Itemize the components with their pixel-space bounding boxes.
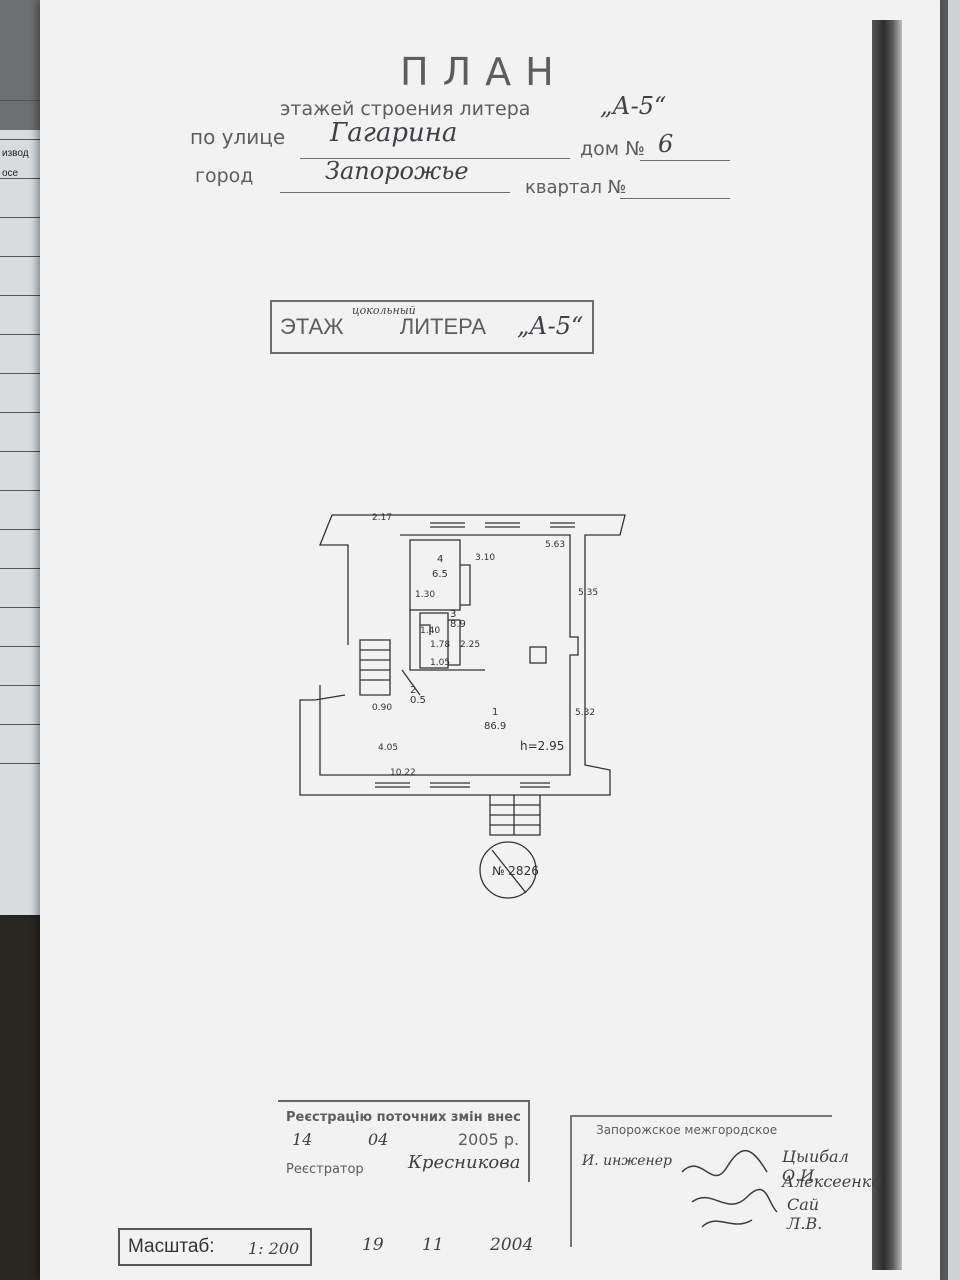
document-page: ПЛАН этажей строения литера „А-5“ по ули… [40,0,940,1280]
street-label: по улице [190,125,286,149]
dimension-label: 5.35 [578,588,598,598]
registration-year-group: 2005 р. [458,1130,519,1149]
city-underline [280,192,510,193]
house-label: дом № [580,138,645,160]
dimension-label: 2.17 [372,513,392,523]
bottom-date-month: 11 [422,1235,444,1255]
organization-name: Запорожское межгородское [596,1123,778,1137]
room-area: 6.5 [432,569,448,580]
floor-plan-drawing: 2.17 5.63 3.10 5.35 1.30 1.40 2.25 1.78 … [299,513,626,899]
organization-stamp: Запорожское межгородское И. инженер Цыиб… [570,1115,881,1247]
floor-label-part1: ЭТАЖ [280,314,344,339]
house-underline [640,160,730,161]
street-underline [300,158,570,159]
registrar-label: Реєстратор [286,1162,364,1177]
floors-line-label: этажей строения литера [280,98,531,120]
dimension-label: 2.25 [460,640,480,650]
dimension-label: 1.30 [415,590,435,600]
left-sheet-fragment: осе [2,168,19,179]
dimension-label: 5.63 [545,540,565,550]
dimension-label: 10.22 [390,768,416,778]
room-number: 4 [437,554,443,565]
signature-name: Цыибал О.И. [782,1147,849,1185]
registration-year-suffix: р. [503,1130,520,1149]
scale-value: 1: 200 [248,1239,300,1258]
page-edge-copy-shadow [872,20,902,1270]
registration-day: 14 [292,1130,313,1149]
left-sheet-lines [0,100,48,802]
room-number: 2 [410,685,416,696]
city-label: город [195,165,254,187]
registration-year: 2005 [458,1130,499,1149]
floor-label-part2: ЛИТЕРА [399,314,487,339]
scale-box: Масштаб: 1: 200 [118,1228,312,1266]
left-sheet-fragment: извод [2,148,29,159]
bottom-date-year: 2004 [490,1235,534,1255]
registration-stamp: Реєстрацію поточних змін внес 14 04 2005… [278,1100,530,1182]
signature-name: Алексеенко [782,1172,881,1191]
registration-month: 04 [368,1130,389,1149]
signature-name: Сай Л.В. [787,1195,823,1233]
city-value: Запорожье [325,157,469,185]
dimension-label: 3.10 [475,553,495,563]
scale-label: Масштаб: [128,1236,215,1257]
dimension-label: 5.32 [575,708,595,718]
plan-title: ПЛАН [400,50,568,94]
stamp-mark: № 2826 [492,864,539,878]
registration-title: Реєстрацію поточних змін внес [286,1110,521,1125]
room-area: 0.5 [410,695,426,706]
ceiling-height: h=2.95 [520,739,564,753]
floor-handwritten-insert: цокольный [352,304,416,317]
quarter-underline [620,198,730,199]
dimension-label: 1.05 [430,658,450,668]
floor-litera-value: „А-5“ [517,312,584,340]
room-number: 1 [492,707,498,718]
dimension-label: 1.40 [420,626,440,636]
street-value: Гагарина [330,118,458,148]
litera-value: „А-5“ [600,92,667,120]
floor-label: ЭТАЖ ЛИТЕРА [280,314,486,340]
registrar-signature: Кресникова [408,1152,521,1173]
floor-stamp: ЭТАЖ ЛИТЕРА цокольный „А-5“ [270,300,594,354]
room-area: 86.9 [484,721,506,732]
bottom-date-day: 19 [362,1235,384,1255]
house-value: 6 [658,130,674,158]
room-number: 3 [450,609,456,620]
floor-plan: 2.17 5.63 3.10 5.35 1.30 1.40 2.25 1.78 … [280,505,640,930]
handwritten-signature [681,1149,778,1228]
dimension-label: 1.78 [430,640,450,650]
dimension-label: 0.90 [372,703,392,713]
header-stamp: ПЛАН этажей строения литера „А-5“ по ули… [180,40,740,210]
quarter-label: квартал № [525,177,627,198]
organization-role: И. инженер [582,1153,673,1169]
dimension-label: 4.05 [378,743,398,753]
left-sheet-dark-strip [0,0,42,130]
room-area: 8.9 [450,619,466,630]
